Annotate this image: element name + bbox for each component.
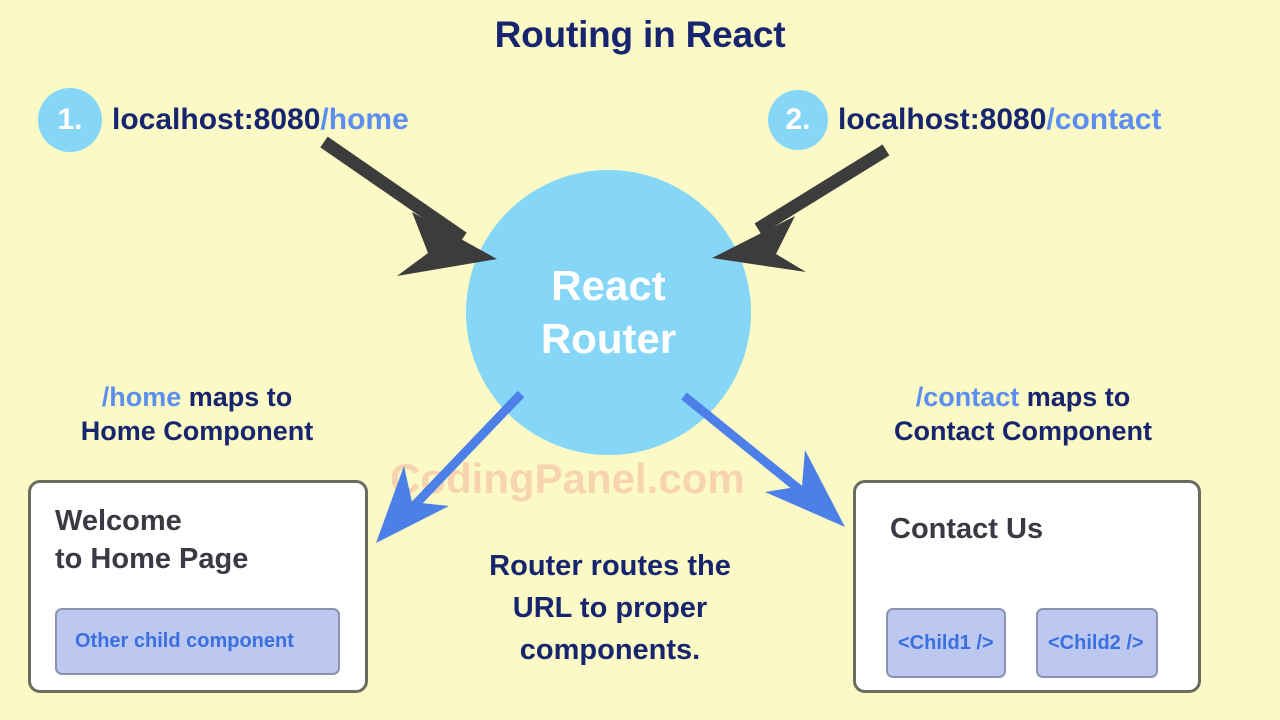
contact-child1-box[interactable]: <Child1 /> [886,608,1006,678]
explanation-text: Router routes the URL to proper componen… [390,545,830,671]
mapping-target-home: Home Component [80,416,314,447]
url-host-2: localhost:8080 [838,103,1047,136]
mapping-suffix-contact: maps to [1019,382,1131,412]
explanation-line2: URL to proper [512,592,708,625]
arrow-router-to-home-card [376,390,525,543]
mapping-caption-home: /home maps to Home Component [22,380,372,448]
step-number-badge-2: 2. [768,90,828,150]
contact-component-card: Contact Us <Child1 /> <Child2 /> [853,480,1201,693]
router-label-line2: Router [540,314,677,362]
router-label-line1: React [551,261,666,309]
react-router-node: React Router [466,170,751,455]
home-card-heading-line1: Welcome [55,505,182,537]
home-card-heading-line2: to Home Page [55,542,249,575]
contact-child2-box[interactable]: <Child2 /> [1036,608,1158,678]
watermark-text: CodingPanel.com [390,455,745,502]
url-path-2: /contact [1046,103,1162,136]
arrow-router-to-contact-card [681,392,845,527]
home-child-component-box[interactable]: Other child component [55,608,340,675]
url-host-1: localhost:8080 [112,103,321,136]
arrow-url-home-to-router [320,136,497,276]
home-card-heading: Welcome to Home Page [55,503,248,578]
mapping-path-contact: /contact [915,382,1020,412]
page-title: Routing in React [494,14,786,55]
url-label-contact: localhost:8080/contact [838,103,1161,137]
explanation-line3: components. [519,634,701,667]
home-component-card: Welcome to Home Page Other child compone… [28,480,368,693]
url-path-1: /home [320,103,409,136]
url-label-home: localhost:8080/home [112,103,409,137]
step-number-badge-1: 1. [38,88,102,152]
url-entry-contact: 2. localhost:8080/contact [768,90,1161,150]
mapping-caption-contact: /contact maps to Contact Component [848,380,1198,448]
url-entry-home: 1. localhost:8080/home [38,88,409,152]
mapping-line-home-1: /home maps to [22,380,372,414]
mapping-target-contact: Contact Component [894,416,1152,447]
mapping-suffix-home: maps to [181,382,293,412]
explanation-line1: Router routes the [489,550,731,582]
mapping-line-contact-1: /contact maps to [848,380,1198,414]
contact-card-heading-line1: Contact Us [890,513,1044,545]
mapping-path-home: /home [101,382,182,412]
contact-card-heading: Contact Us [890,511,1043,549]
